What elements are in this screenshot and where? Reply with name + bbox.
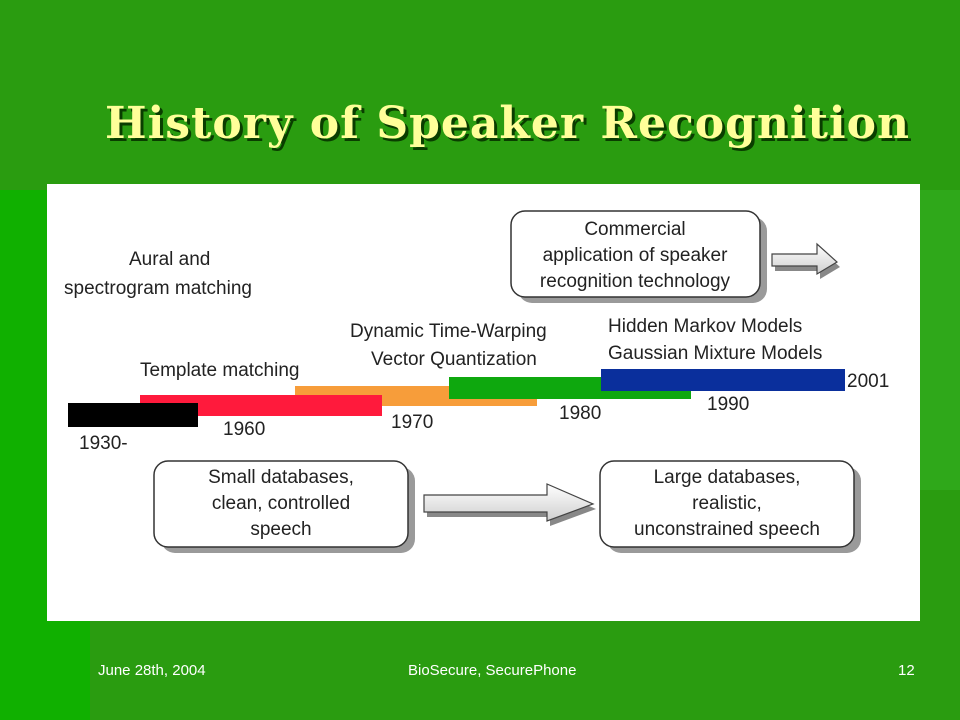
hmm-label-line-1: Hidden Markov Models [608,316,802,337]
small-db-line-3: speech [250,519,311,540]
dtw-label-line-2: Vector Quantization [371,349,537,370]
large-db-line-2: realistic, [692,493,762,514]
page-number: 12 [898,662,915,679]
dtw-label-line-1: Dynamic Time-Warping [350,321,547,342]
commercial-box: Commercial application of speaker recogn… [510,210,767,303]
commercial-line-2: application of speaker [543,245,729,266]
small-databases-box: Small databases, clean, controlled speec… [153,460,415,553]
progression-arrow [423,483,596,526]
commercial-line-1: Commercial [584,219,685,240]
year-1960: 1960 [223,419,265,440]
small-db-line-2: clean, controlled [212,493,350,514]
blue-bar [601,369,845,391]
red-bar [140,395,382,416]
large-databases-box: Large databases, realistic, unconstraine… [599,460,861,553]
small-db-line-1: Small databases, [208,467,354,488]
hmm-label-line-2: Gaussian Mixture Models [608,343,822,364]
year-1990: 1990 [707,394,749,415]
background-right-band [915,190,960,490]
diagram-panel: Commercial application of speaker recogn… [47,184,920,621]
black-bar [68,403,198,427]
commercial-arrow [771,242,840,279]
year-1970: 1970 [391,412,433,433]
large-db-line-3: unconstrained speech [634,519,820,540]
footer-date: June 28th, 2004 [98,662,206,679]
aural-label-line-1: Aural and [129,249,210,270]
template-matching-label: Template matching [140,360,299,381]
year-1930: 1930- [79,433,128,454]
year-1980: 1980 [559,403,601,424]
large-db-line-1: Large databases, [654,467,801,488]
commercial-line-3: recognition technology [540,271,731,292]
aural-label-line-2: spectrogram matching [64,278,252,299]
year-2001: 2001 [847,371,889,392]
timeline-diagram: Commercial application of speaker recogn… [64,210,889,553]
footer-center-text: BioSecure, SecurePhone [408,662,577,679]
slide-title: History of Speaker Recognition [105,98,910,149]
